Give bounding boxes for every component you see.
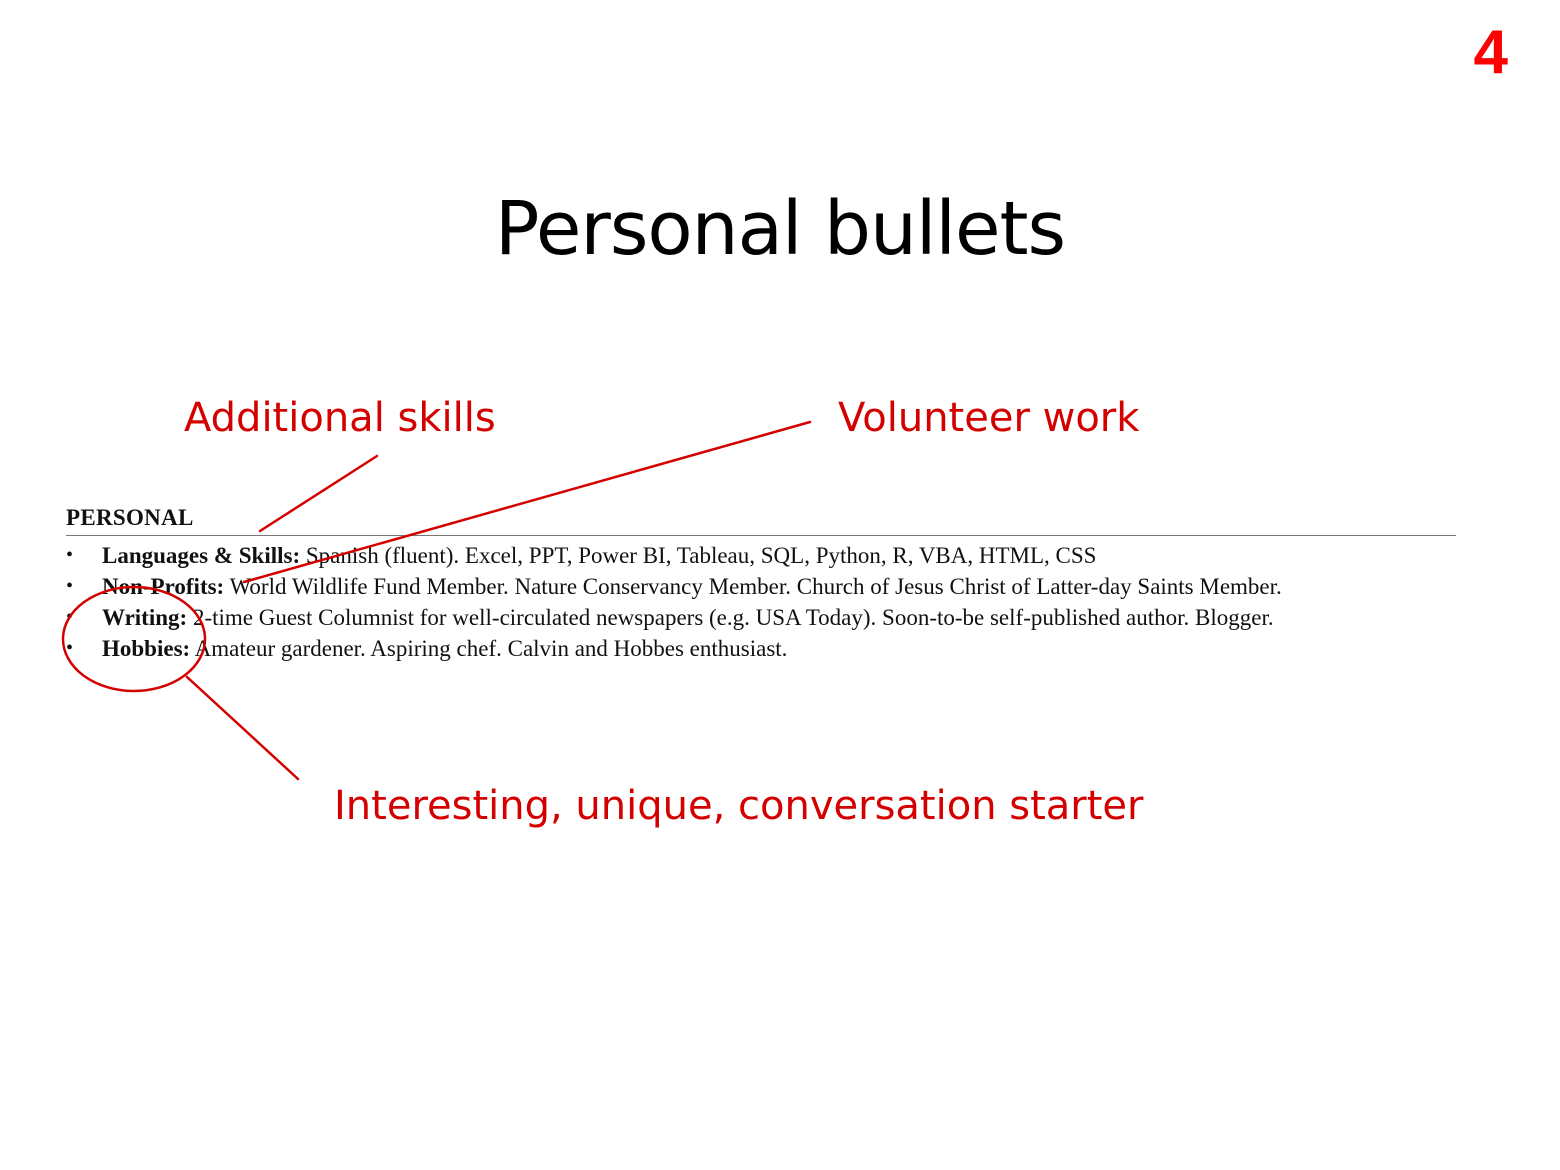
list-item-hobbies: • Hobbies: Amateur gardener. Aspiring ch… bbox=[66, 633, 1456, 664]
annotation-additional-skills: Additional skills bbox=[184, 395, 496, 441]
bullet-icon: • bbox=[66, 606, 74, 628]
annotation-interesting: Interesting, unique, conversation starte… bbox=[334, 783, 1144, 829]
item-text: Spanish (fluent). Excel, PPT, Power BI, … bbox=[300, 543, 1097, 568]
item-text: World Wildlife Fund Member. Nature Conse… bbox=[224, 574, 1282, 599]
item-label: Hobbies: bbox=[102, 636, 191, 661]
resume-personal-section: PERSONAL • Languages & Skills: Spanish (… bbox=[66, 504, 1456, 664]
item-label: Languages & Skills: bbox=[102, 543, 301, 568]
item-text: 2-time Guest Columnist for well-circulat… bbox=[187, 605, 1274, 630]
item-label: Non-Profits: bbox=[102, 574, 225, 599]
list-item-writing: • Writing: 2-time Guest Columnist for we… bbox=[66, 602, 1456, 633]
item-label: Writing: bbox=[102, 605, 188, 630]
slide-title: Personal bullets bbox=[494, 186, 1066, 272]
slide-number: 4 bbox=[1473, 18, 1508, 87]
list-item-languages-skills: • Languages & Skills: Spanish (fluent). … bbox=[66, 540, 1456, 571]
resume-bullet-list: • Languages & Skills: Spanish (fluent). … bbox=[66, 540, 1456, 664]
pointer-line-interesting bbox=[185, 675, 300, 781]
list-item-non-profits: • Non-Profits: World Wildlife Fund Membe… bbox=[66, 571, 1456, 602]
bullet-icon: • bbox=[66, 575, 74, 597]
annotation-volunteer-work: Volunteer work bbox=[838, 395, 1140, 441]
item-text: Amateur gardener. Aspiring chef. Calvin … bbox=[190, 636, 788, 661]
resume-section-heading: PERSONAL bbox=[66, 505, 194, 530]
bullet-icon: • bbox=[66, 637, 74, 659]
section-divider bbox=[66, 535, 1456, 536]
bullet-icon: • bbox=[66, 544, 74, 566]
